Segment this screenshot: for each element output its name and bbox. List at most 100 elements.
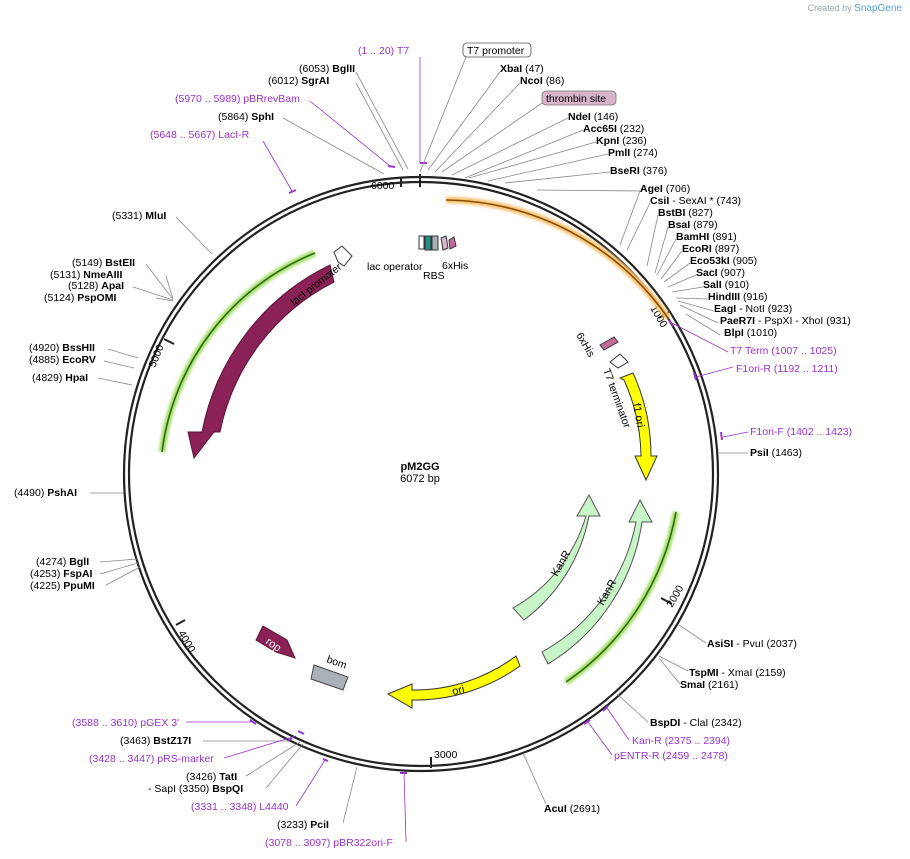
- primer-l4440: (3331 .. 3348) L4440: [191, 801, 289, 813]
- pos-fspai: (4253): [30, 568, 60, 580]
- svg-text:AgeI (706): AgeI (706): [640, 183, 690, 195]
- enz-hindiii: HindIII: [708, 291, 740, 303]
- enz-acui: AcuI: [544, 803, 567, 815]
- credit-app-name: SnapGene: [854, 3, 902, 14]
- primer-marks: [249, 162, 723, 774]
- enz-pspomi: PspOMI: [77, 292, 116, 304]
- plasmid-name: pM2GG: [400, 461, 439, 473]
- enz-bstbi: BstBI: [658, 207, 686, 219]
- svg-text:KpnI (236): KpnI (236): [596, 135, 647, 147]
- svg-text:(5331) MluI: (5331) MluI: [112, 210, 166, 222]
- rop-feature[interactable]: rop: [255, 625, 296, 659]
- rbs-label: RBS: [423, 270, 445, 282]
- enz-bgli: BglI: [69, 556, 89, 568]
- enz-sphi: SphI: [251, 111, 274, 123]
- tick-label: 6000: [371, 180, 395, 192]
- svg-text:BstBI (827): BstBI (827): [658, 207, 713, 219]
- pos-sali: (910): [725, 279, 750, 291]
- svg-text:EcoRI (897): EcoRI (897): [682, 243, 739, 255]
- enz-paer7i: PaeR7I: [720, 315, 755, 327]
- svg-text:BspDI - ClaI (2342): BspDI - ClaI (2342): [650, 717, 742, 729]
- svg-text:(5128) ApaI: (5128) ApaI: [68, 280, 124, 292]
- svg-text:(4274) BglI: (4274) BglI: [36, 556, 89, 568]
- svg-text:BseRI (376): BseRI (376): [610, 165, 667, 177]
- svg-text:XbaI (47): XbaI (47): [500, 63, 544, 75]
- svg-text:(6053) BglII: (6053) BglII: [299, 63, 355, 75]
- svg-text:HindIII (916): HindIII (916): [708, 291, 768, 303]
- svg-text:- SapI (3350) BspQI: - SapI (3350) BspQI: [148, 783, 243, 795]
- pos-apai: (5128): [68, 280, 98, 292]
- primer-pbr322ori-f: (3078 .. 3097) pBR322ori-F: [265, 837, 393, 849]
- enz-fspai: FspAI: [63, 568, 92, 580]
- pos-nmeaiii: (5131): [50, 269, 80, 281]
- pos-csii: - SexAI * (743): [672, 195, 741, 207]
- pos-bglii: (6053): [299, 63, 329, 75]
- tick-label: 5000: [147, 343, 167, 369]
- enz-ndei: NdeI: [568, 111, 591, 123]
- pos-ncoi: (86): [546, 75, 565, 87]
- pos-asisi: - PvuI (2037): [736, 638, 797, 650]
- svg-text:(4885) EcoRV: (4885) EcoRV: [29, 354, 96, 366]
- small-features-right[interactable]: [599, 336, 629, 369]
- leader-lines: [90, 56, 749, 843]
- lacI-promoter-feature[interactable]: lacI promoter: [288, 245, 353, 308]
- pos-pshai: (4490): [14, 487, 44, 499]
- tick-label: 3000: [434, 749, 458, 761]
- enz-pshai: PshAI: [47, 487, 77, 499]
- pos-smai: (2161): [708, 679, 738, 691]
- svg-text:BamHI (891): BamHI (891): [676, 231, 737, 243]
- enz-pmli: PmlI: [608, 147, 630, 159]
- bom-feature[interactable]: bom: [310, 654, 349, 691]
- enz-kpni: KpnI: [596, 135, 619, 147]
- svg-text:PsiI (1463): PsiI (1463): [750, 447, 802, 459]
- primer-prs-marker: (3428 .. 3447) pRS-marker: [89, 753, 214, 765]
- enz-psii: PsiI: [750, 447, 769, 459]
- lac-operator-label: lac operator: [367, 261, 423, 273]
- enz-bspqi: BspQI: [212, 783, 243, 795]
- enz-bamhi: BamHI: [676, 231, 709, 243]
- site-labels: (1 .. 20) T7 T7 promoter (6053) BglII (6…: [14, 42, 852, 849]
- small-features-top[interactable]: [418, 235, 457, 251]
- 6xhis-label-2: 6xHis: [573, 331, 597, 360]
- pos-sphi: (5864): [218, 111, 248, 123]
- pos-eagi: - NotI (923): [739, 303, 792, 315]
- primer-laci-r: (5648 .. 5667) LacI-R: [150, 129, 250, 141]
- enz-bsshii: BssHII: [62, 342, 95, 354]
- t7-promoter-label: T7 promoter: [467, 45, 525, 57]
- ori-feature[interactable]: ori: [386, 655, 521, 709]
- enz-mlui: MluI: [145, 210, 166, 222]
- svg-text:SalI (910): SalI (910): [703, 279, 749, 291]
- orf-arcs: [158, 196, 680, 685]
- pos-bseri: (376): [643, 165, 668, 177]
- kanr-feature-1[interactable]: KanR: [512, 493, 601, 621]
- pos-mlui: (5331): [112, 210, 142, 222]
- pos-ndei: (146): [594, 111, 619, 123]
- enz-bseri: BseRI: [610, 165, 640, 177]
- enz-smai: SmaI: [680, 679, 705, 691]
- svg-text:NcoI (86): NcoI (86): [520, 75, 564, 87]
- pos-ppumi: (4225): [30, 580, 60, 592]
- f1-ori-feature[interactable]: f1 ori: [618, 372, 658, 482]
- svg-text:(4490) PshAI: (4490) PshAI: [14, 487, 77, 499]
- pos-psii: (1463): [772, 447, 802, 459]
- pos-tspmi: - XmaI (2159): [721, 667, 785, 679]
- svg-text:(4225) PpuMI: (4225) PpuMI: [30, 580, 95, 592]
- enz-bsteii: BstEII: [105, 257, 135, 269]
- pos-bstbi: (827): [688, 207, 713, 219]
- svg-text:SmaI (2161): SmaI (2161): [680, 679, 738, 691]
- pos-pmli: (274): [633, 147, 658, 159]
- enz-apai: ApaI: [101, 280, 124, 292]
- snapgene-credit: Created by SnapGene: [808, 3, 902, 14]
- svg-text:BsaI (879): BsaI (879): [668, 219, 718, 231]
- thrombin-site-label: thrombin site: [546, 93, 606, 105]
- svg-text:(3233) PciI: (3233) PciI: [277, 819, 329, 831]
- pos-saci: (907): [721, 267, 746, 279]
- kanr-feature-2[interactable]: KanR: [541, 498, 653, 665]
- tick-label: 2000: [664, 583, 686, 609]
- pos-bspdi: - ClaI (2342): [683, 717, 741, 729]
- f1-ori-label: f1 ori: [630, 402, 646, 428]
- svg-text:(5131) NmeAIII: (5131) NmeAIII: [50, 269, 122, 281]
- enz-sgrai: SgrAI: [301, 75, 329, 87]
- pos-bamhi: (891): [712, 231, 737, 243]
- ori-label: ori: [451, 684, 465, 698]
